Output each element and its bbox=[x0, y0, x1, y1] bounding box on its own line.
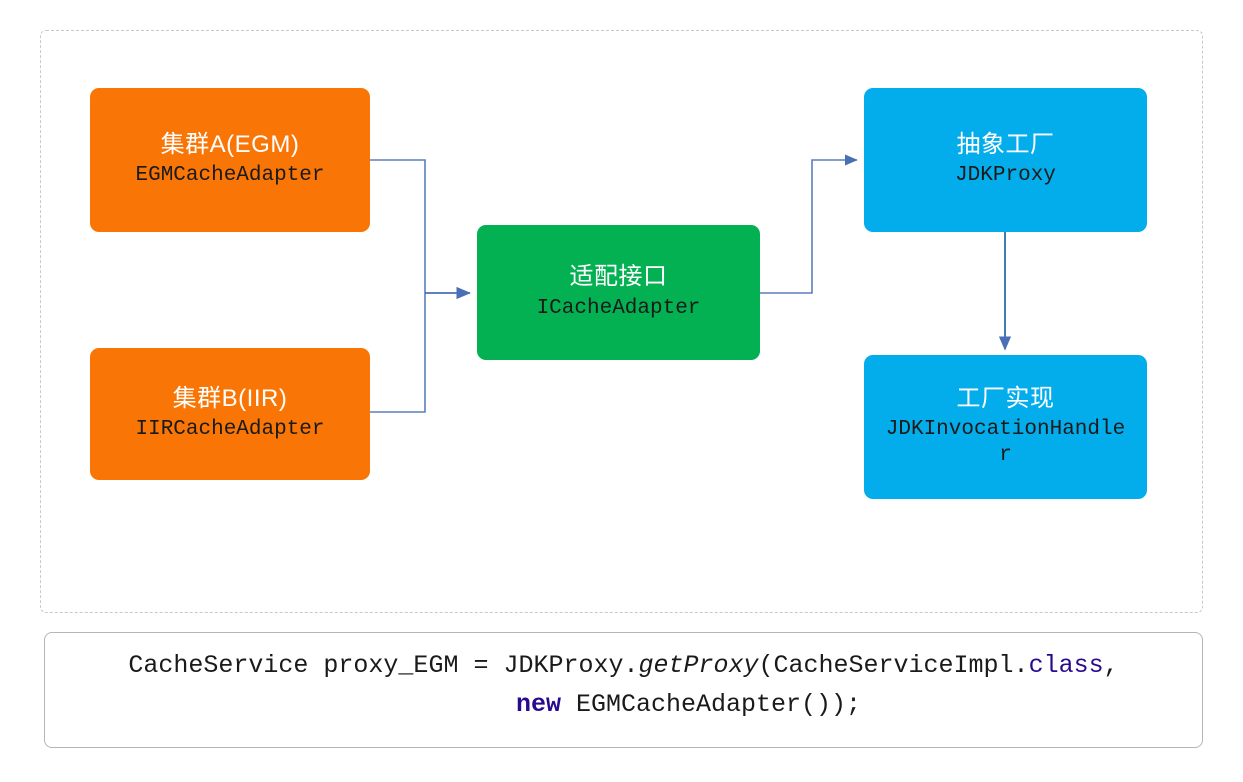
code-line1-method: getProxy bbox=[638, 651, 759, 680]
code-line-2: new EGMCacheAdapter()); bbox=[386, 686, 861, 725]
node-factory-implementation[interactable]: 工厂实现 JDKInvocationHandler bbox=[864, 355, 1147, 499]
node-handler-class: JDKInvocationHandler bbox=[885, 417, 1126, 468]
code-line2-keyword-new: new bbox=[515, 689, 561, 719]
code-line1-part3: , bbox=[1103, 651, 1119, 680]
node-adapter-interface[interactable]: 适配接口 ICacheAdapter bbox=[477, 225, 760, 360]
node-iir-title: 集群B(IIR) bbox=[172, 384, 288, 412]
code-line1-keyword-class: class bbox=[1028, 651, 1104, 680]
node-handler-title: 工厂实现 bbox=[956, 384, 1055, 412]
node-abstract-factory[interactable]: 抽象工厂 JDKProxy bbox=[864, 88, 1147, 232]
code-snippet-box: CacheService proxy_EGM = JDKProxy.getPro… bbox=[44, 632, 1203, 748]
node-proxy-class: JDKProxy bbox=[955, 164, 1056, 188]
node-interface-title: 适配接口 bbox=[569, 263, 668, 291]
node-egm-class: EGMCacheAdapter bbox=[135, 164, 325, 188]
node-cluster-a-egm[interactable]: 集群A(EGM) EGMCacheAdapter bbox=[90, 88, 370, 232]
node-proxy-title: 抽象工厂 bbox=[956, 130, 1055, 158]
code-line2-rest: EGMCacheAdapter()); bbox=[560, 689, 862, 719]
code-line-1: CacheService proxy_EGM = JDKProxy.getPro… bbox=[128, 647, 1118, 686]
diagram-dashed-frame bbox=[40, 30, 1203, 613]
node-cluster-b-iir[interactable]: 集群B(IIR) IIRCacheAdapter bbox=[90, 348, 370, 480]
node-egm-title: 集群A(EGM) bbox=[160, 130, 300, 158]
node-interface-class: ICacheAdapter bbox=[536, 296, 701, 320]
code-line1-part2: (CacheServiceImpl. bbox=[758, 651, 1029, 680]
node-iir-class: IIRCacheAdapter bbox=[135, 418, 325, 442]
code-line1-part1: CacheService proxy_EGM = JDKProxy. bbox=[128, 651, 639, 680]
